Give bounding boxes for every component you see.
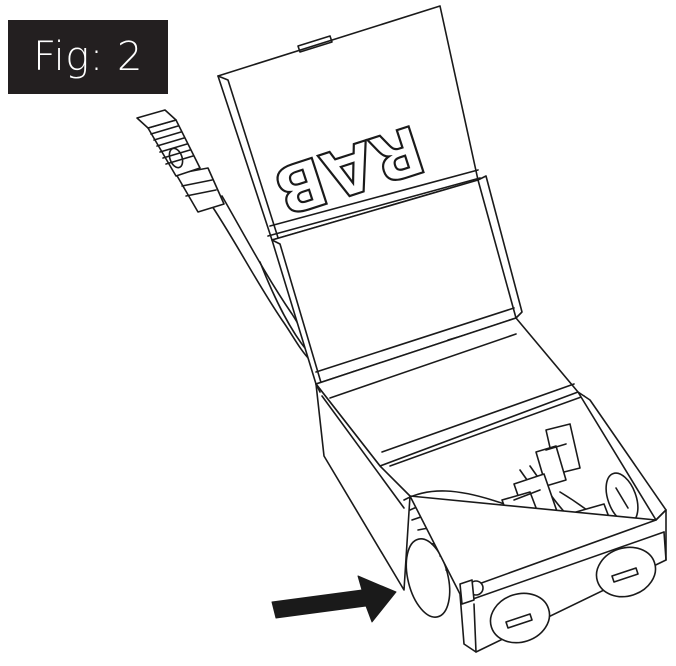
box-front-wall <box>409 495 667 653</box>
wire-connector-1 <box>535 423 581 487</box>
pointer-arrow <box>271 575 397 623</box>
box-right-wall <box>577 391 667 524</box>
cable-connector <box>136 109 317 361</box>
figure-label: Fig: 2 <box>8 20 168 94</box>
knockout-left-wall <box>405 538 451 618</box>
box-left-wall <box>315 383 451 618</box>
